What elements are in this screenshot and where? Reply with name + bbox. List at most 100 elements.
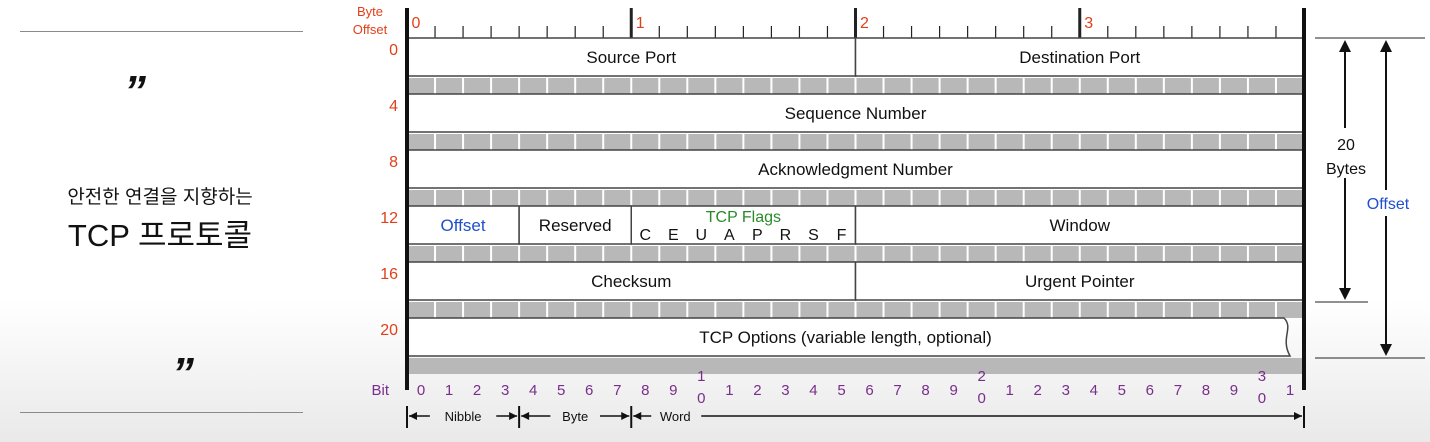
legend-nibble-arrowhead bbox=[509, 412, 518, 420]
bit-number: 2 bbox=[753, 382, 761, 399]
bit-number: 0 bbox=[417, 382, 425, 399]
bytes-label-bg bbox=[1320, 128, 1372, 178]
bit-number: 0 bbox=[1258, 390, 1266, 407]
field-label: TCP Options (variable length, optional) bbox=[699, 328, 992, 347]
tcp-flags-label: TCP Flags bbox=[706, 209, 781, 226]
header-size-arrow-head-down bbox=[1339, 288, 1351, 300]
open-quote-mark: ” bbox=[124, 67, 148, 116]
bottom-divider bbox=[20, 412, 303, 413]
row-byte-offset: 4 bbox=[389, 98, 398, 115]
bit-number: 0 bbox=[977, 390, 985, 407]
bit-number: 1 bbox=[445, 382, 453, 399]
tcp-flag-letter: R bbox=[780, 227, 792, 244]
bit-number: 4 bbox=[809, 382, 817, 399]
close-quote-mark: ” bbox=[172, 349, 196, 398]
legend-word-label: Word bbox=[660, 409, 691, 424]
row-separator-band bbox=[407, 358, 1304, 374]
byte-number: 0 bbox=[412, 15, 421, 32]
legend-byte-label: Byte bbox=[562, 409, 588, 424]
slide-subtitle: 안전한 연결을 지향하는 bbox=[67, 187, 253, 208]
byte-offset-header-line1: Byte bbox=[357, 4, 383, 19]
bit-number: 5 bbox=[557, 382, 565, 399]
bit-number: 9 bbox=[669, 382, 677, 399]
left-panel: ” 안전한 연결을 지향하는 TCP 프로토콜 ” bbox=[0, 0, 320, 442]
legend-word-arrowhead bbox=[1294, 412, 1302, 420]
bit-number: 6 bbox=[865, 382, 873, 399]
bit-number-tens: 2 bbox=[977, 368, 985, 385]
bit-number: 7 bbox=[1174, 382, 1182, 399]
row-byte-offset: 16 bbox=[380, 266, 398, 283]
bit-number: 2 bbox=[1034, 382, 1042, 399]
field-box bbox=[406, 37, 857, 77]
bit-number: 0 bbox=[697, 390, 705, 407]
field-label: Window bbox=[1050, 216, 1111, 235]
data-offset-label: Offset bbox=[1367, 196, 1410, 213]
field-box-options bbox=[406, 317, 1292, 357]
legend-nibble-label: Nibble bbox=[445, 409, 482, 424]
bit-axis-label: Bit bbox=[371, 382, 389, 399]
bit-number: 8 bbox=[1202, 382, 1210, 399]
offset-range-arrow-head-down bbox=[1380, 344, 1392, 356]
bit-number: 5 bbox=[1118, 382, 1126, 399]
legend-byte-arrowhead bbox=[621, 412, 630, 420]
bit-number: 6 bbox=[1146, 382, 1154, 399]
bit-number-tens: 3 bbox=[1258, 368, 1266, 385]
bit-number-tens: 1 bbox=[697, 368, 705, 385]
bit-number: 8 bbox=[921, 382, 929, 399]
bit-number: 9 bbox=[1230, 382, 1238, 399]
tcp-flag-letter: E bbox=[668, 227, 679, 244]
bit-number: 1 bbox=[1286, 382, 1294, 399]
tcp-flag-letter: C bbox=[639, 227, 651, 244]
bit-number: 1 bbox=[1006, 382, 1014, 399]
tcp-flag-letter: S bbox=[808, 227, 819, 244]
byte-number: 2 bbox=[860, 15, 869, 32]
bit-number: 4 bbox=[1090, 382, 1098, 399]
tcp-flag-letter: F bbox=[837, 227, 847, 244]
tcp-flag-letter: A bbox=[724, 227, 735, 244]
field-label: Checksum bbox=[591, 272, 671, 291]
header-size-unit: Bytes bbox=[1326, 161, 1366, 178]
row-byte-offset: 20 bbox=[380, 322, 398, 339]
top-divider bbox=[20, 31, 303, 32]
field-label: Reserved bbox=[539, 216, 612, 235]
legend-nibble-arrowhead bbox=[409, 412, 417, 420]
field-label: Offset bbox=[441, 216, 486, 235]
bit-number: 4 bbox=[529, 382, 537, 399]
field-box bbox=[406, 93, 1305, 133]
bit-number: 9 bbox=[949, 382, 957, 399]
bit-number: 3 bbox=[1062, 382, 1070, 399]
field-box bbox=[630, 205, 857, 245]
bit-number: 6 bbox=[585, 382, 593, 399]
legend-word-arrowhead bbox=[633, 412, 642, 420]
offset-range-arrow-head-up bbox=[1380, 40, 1392, 52]
header-size-value: 20 bbox=[1337, 137, 1355, 154]
bit-number: 2 bbox=[473, 382, 481, 399]
byte-offset-header-line2: Offset bbox=[353, 22, 388, 37]
bit-number: 3 bbox=[781, 382, 789, 399]
tcp-flag-letter: U bbox=[696, 227, 708, 244]
field-label: Acknowledgment Number bbox=[758, 160, 953, 179]
byte-number: 3 bbox=[1084, 15, 1093, 32]
bit-number: 5 bbox=[837, 382, 845, 399]
bit-number: 7 bbox=[893, 382, 901, 399]
byte-number: 1 bbox=[636, 15, 645, 32]
field-box bbox=[854, 37, 1305, 77]
row-byte-offset: 12 bbox=[380, 210, 398, 227]
header-size-arrow-head-up bbox=[1339, 40, 1351, 52]
field-label: Sequence Number bbox=[785, 104, 927, 123]
bit-number: 7 bbox=[613, 382, 621, 399]
field-label: Destination Port bbox=[1019, 48, 1140, 67]
bit-number: 3 bbox=[501, 382, 509, 399]
bit-number: 1 bbox=[725, 382, 733, 399]
tcp-flag-letter: P bbox=[752, 227, 763, 244]
field-label: Source Port bbox=[586, 48, 676, 67]
bit-number: 8 bbox=[641, 382, 649, 399]
slide-title: TCP 프로토콜 bbox=[67, 218, 253, 253]
field-box bbox=[854, 205, 1305, 245]
legend-byte-arrowhead bbox=[521, 412, 530, 420]
field-label: Urgent Pointer bbox=[1025, 272, 1135, 291]
offset-label-bg bbox=[1360, 190, 1416, 216]
row-byte-offset: 8 bbox=[389, 154, 398, 171]
field-box bbox=[518, 205, 632, 245]
